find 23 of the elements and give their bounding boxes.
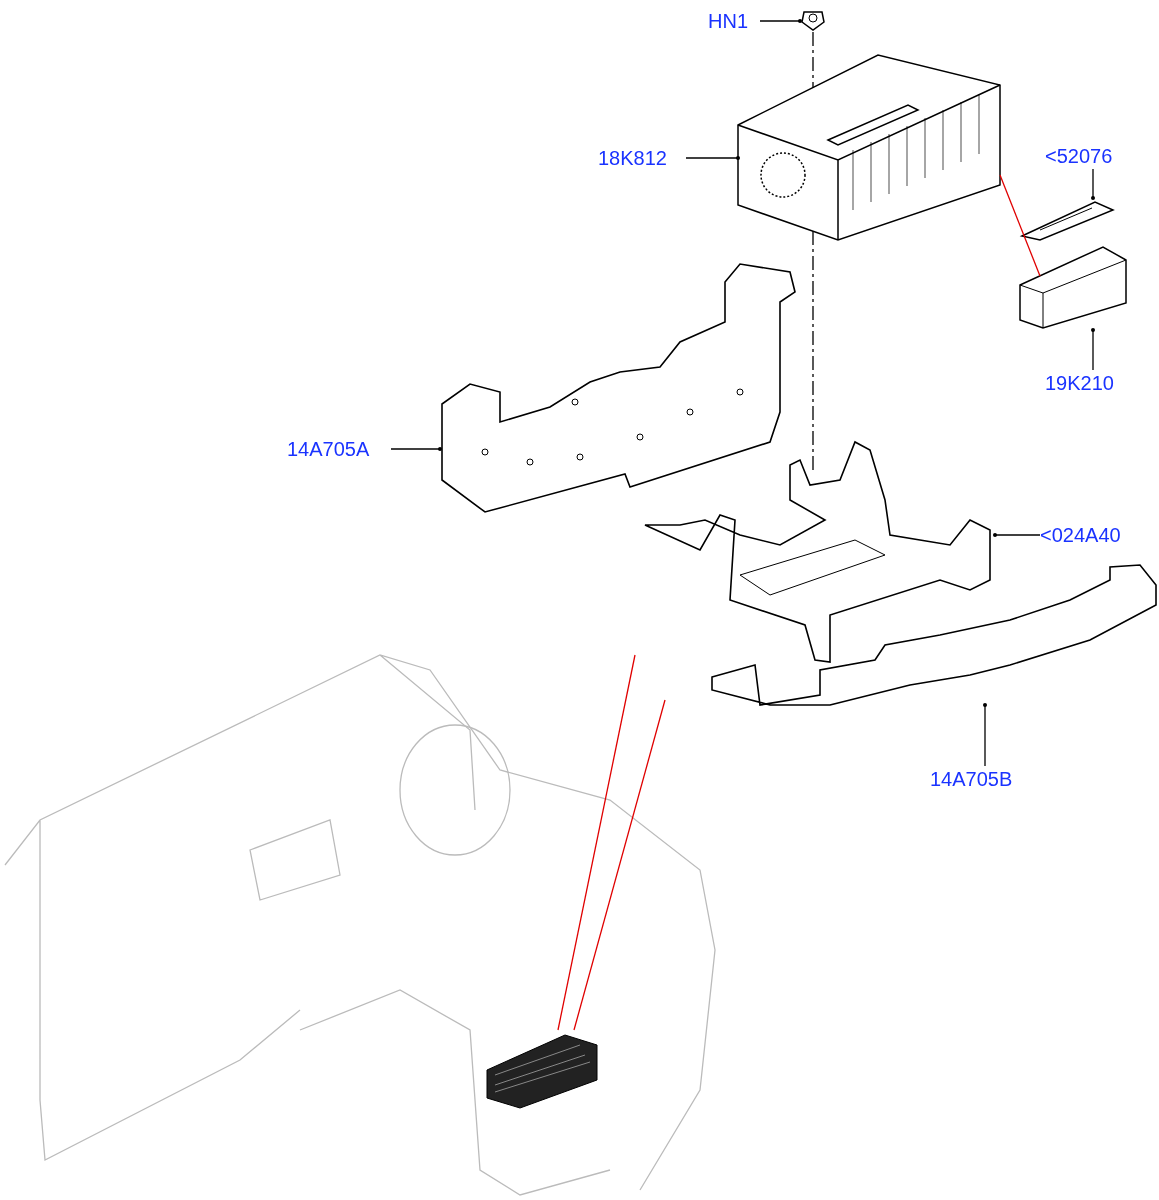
callout-number: 18K812: [598, 145, 686, 171]
leader-line: [983, 703, 987, 767]
callout-number: 14A705B: [930, 766, 1034, 792]
callout-number: <024A40: [1040, 522, 1144, 548]
center-line: [812, 230, 814, 471]
reference-line: [999, 174, 1041, 277]
callout-number: <52076: [1045, 143, 1135, 169]
reference-line: [573, 699, 666, 1031]
bracket-plate-drawing: [1020, 198, 1115, 240]
leader-line: [993, 533, 1041, 537]
leader-line: [1091, 328, 1095, 371]
callout-number: HN1: [708, 8, 760, 34]
callout-number: 19K210: [1045, 370, 1135, 396]
leader-line: [759, 19, 802, 23]
callout-number: 14A705A: [287, 436, 391, 462]
leader-line: [1091, 168, 1095, 200]
leader-line: [390, 447, 442, 451]
support-bracket-drawing: [710, 565, 1158, 705]
center-line: [812, 31, 814, 89]
reference-line: [557, 654, 636, 1031]
module-drawing: [1018, 245, 1128, 330]
nut-drawing: [800, 8, 826, 32]
leader-line: [685, 156, 740, 160]
